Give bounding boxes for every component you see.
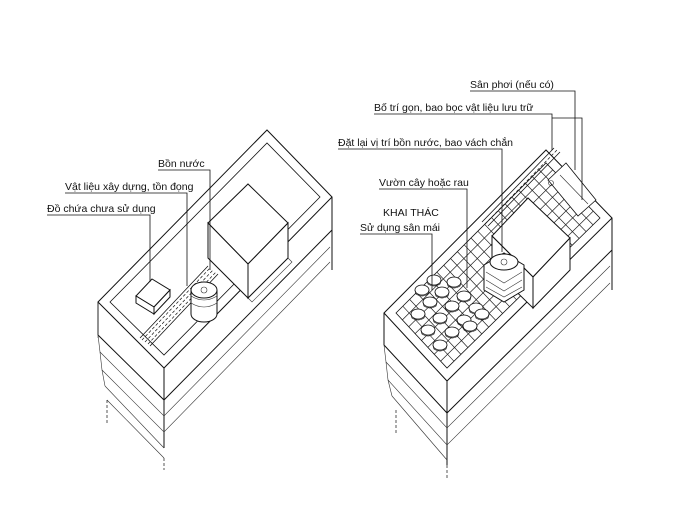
label-unused-containers: Đồ chứa chưa sử dụng [47,203,156,215]
plant-pot [474,308,490,320]
plant-pot [432,312,448,324]
plant-pot-side [444,331,460,339]
left-unused-container [135,278,171,316]
plant-pot [444,326,460,338]
plant-pot-side [422,301,438,309]
label-construction-materials: Vật liệu xây dựng, tồn đọng [65,181,194,193]
label-roof-use: Sử dụng sân mái [360,222,440,234]
left-water-tank [190,281,218,323]
left-stair-box [207,183,293,303]
right-enclosed-water-tank [483,252,525,303]
grid-line [402,169,553,321]
plant-pot-side [426,279,442,287]
plant-pot-side [456,295,472,303]
plant-pot-side [462,325,478,333]
label-relocate-water-tank: Đặt lại vị trí bồn nước, bao vách chắn [338,136,513,149]
label-storage: Bố trí gọn, bao bọc vật liệu lưu trữ [374,102,533,114]
plant-pot [414,284,430,296]
plant-pot-side [474,313,490,321]
right-labels: Sân phơi (nếu có) Bố trí gọn, bao bọc vậ… [338,79,583,290]
plant-pot [422,296,438,308]
plant-pot-side [414,289,430,297]
plant-pot-side [444,305,460,313]
plant-pot [434,286,450,298]
label-water-tank: Bồn nước [158,158,205,170]
label-garden: Vườn cây hoặc rau [379,177,469,189]
plant-pot [444,300,460,312]
left-labels: Bồn nước Vật liệu xây dựng, tồn đọng Đồ … [47,158,211,286]
plant-pot-side [446,281,462,289]
label-drying-yard: Sân phơi (nếu có) [470,79,554,91]
plant-pot [426,274,442,286]
plant-pot [420,324,436,336]
plant-pot-side [410,313,426,321]
plant-pot-side [420,329,436,337]
plant-pot [462,320,478,332]
plant-pot-side [434,291,450,299]
garden-plants [410,274,490,352]
plant-pot [446,276,462,288]
plant-pot-side [432,344,448,352]
label-exploit: KHAI THÁC [383,206,439,219]
left-building [97,129,333,470]
plant-pot [410,308,426,320]
plant-pot [432,339,448,351]
right-stored-materials [481,147,561,227]
right-drying-yard [547,162,597,217]
plant-pot-side [432,317,448,325]
plant-pot [456,290,472,302]
